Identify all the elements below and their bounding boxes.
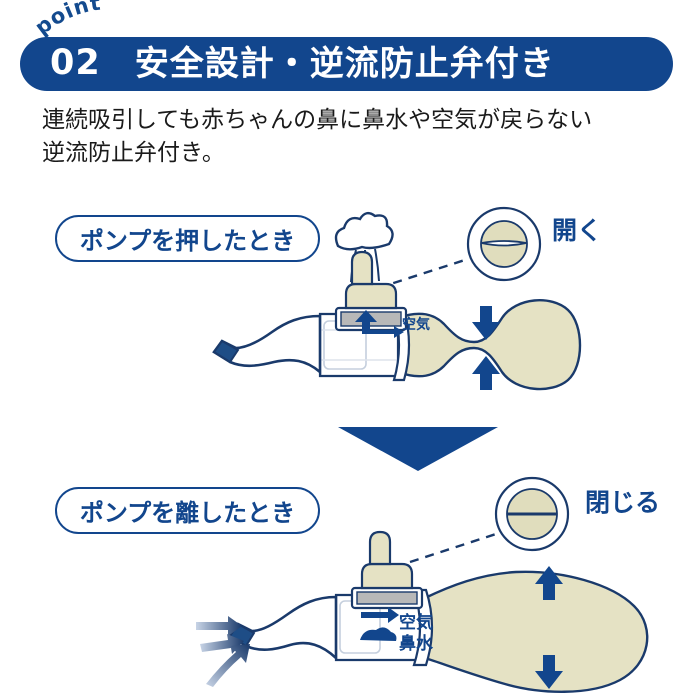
valve-housing-2 xyxy=(350,586,424,610)
valve-housing-inner-2 xyxy=(356,591,418,605)
point-eyebrow-text: point xyxy=(30,0,101,40)
label-pump-released: ポンプを離したとき xyxy=(55,487,320,534)
point-eyebrow: point xyxy=(30,0,158,40)
air-flow-arrow-icon-2 xyxy=(361,607,399,623)
valve-housing xyxy=(334,306,408,332)
device-barrel xyxy=(318,312,400,378)
valve-seat xyxy=(344,282,398,310)
valve-state-label-open: 開く xyxy=(552,216,603,245)
nozzle-tip xyxy=(212,339,240,364)
flow-label-mucus-2: 鼻水 xyxy=(399,634,433,654)
valve-seat-2 xyxy=(360,562,414,590)
bulb-compress-arrow-up xyxy=(472,356,500,390)
bulb-expand-arrow-down xyxy=(535,655,563,689)
suction-arrows-icon xyxy=(196,616,250,687)
valve-stem xyxy=(350,250,374,286)
label-pump-pressed: ポンプを押したとき xyxy=(55,215,320,262)
valve-housing-inner xyxy=(340,311,402,327)
flow-label-air-1: 空気 xyxy=(402,317,430,333)
air-puff-cloud-icon xyxy=(334,211,394,283)
leader-line-to-valve-closed xyxy=(409,532,497,564)
body-line-1: 連続吸引しても赤ちゃんの鼻に鼻水や空気が戻らない xyxy=(42,107,593,133)
valve-state-label-closed: 閉じる xyxy=(585,488,661,517)
device-barrel-window xyxy=(323,320,367,370)
bulb-expand-arrow-up xyxy=(535,566,563,600)
section-number: 02 xyxy=(50,42,101,83)
section-title: 安全設計・逆流防止弁付き xyxy=(134,44,555,84)
svg-text:point: point xyxy=(30,0,102,40)
device-barrel-window-2 xyxy=(339,600,381,654)
label-pump-pressed-text: ポンプを押したとき xyxy=(79,227,296,255)
device-nozzle-2 xyxy=(228,595,338,661)
leader-line-to-valve-open xyxy=(377,257,469,290)
air-up-arrow-icon xyxy=(355,310,377,332)
flow-label-air-2: 空気 xyxy=(399,613,433,633)
air-flow-arrow-icon xyxy=(362,326,404,338)
body-line-2: 逆流防止弁付き。 xyxy=(42,140,225,167)
valve-stem-2 xyxy=(368,530,392,566)
down-triangle-icon xyxy=(338,427,498,471)
bulb-compress-arrow-down xyxy=(472,306,500,340)
valve-detail-open-icon xyxy=(465,205,543,283)
nozzle-tip-2 xyxy=(228,622,256,648)
bulb-expanded xyxy=(423,570,649,693)
section-header-bar: 02 安全設計・逆流防止弁付き xyxy=(20,37,673,91)
mucus-blob-icon xyxy=(360,627,397,641)
device-nozzle xyxy=(212,314,322,375)
valve-detail-closed-icon xyxy=(493,475,571,553)
label-pump-released-text: ポンプを離したとき xyxy=(79,499,296,527)
body-paragraph: 連続吸引しても赤ちゃんの鼻に鼻水や空気が戻らない 逆流防止弁付き。 xyxy=(42,104,682,171)
